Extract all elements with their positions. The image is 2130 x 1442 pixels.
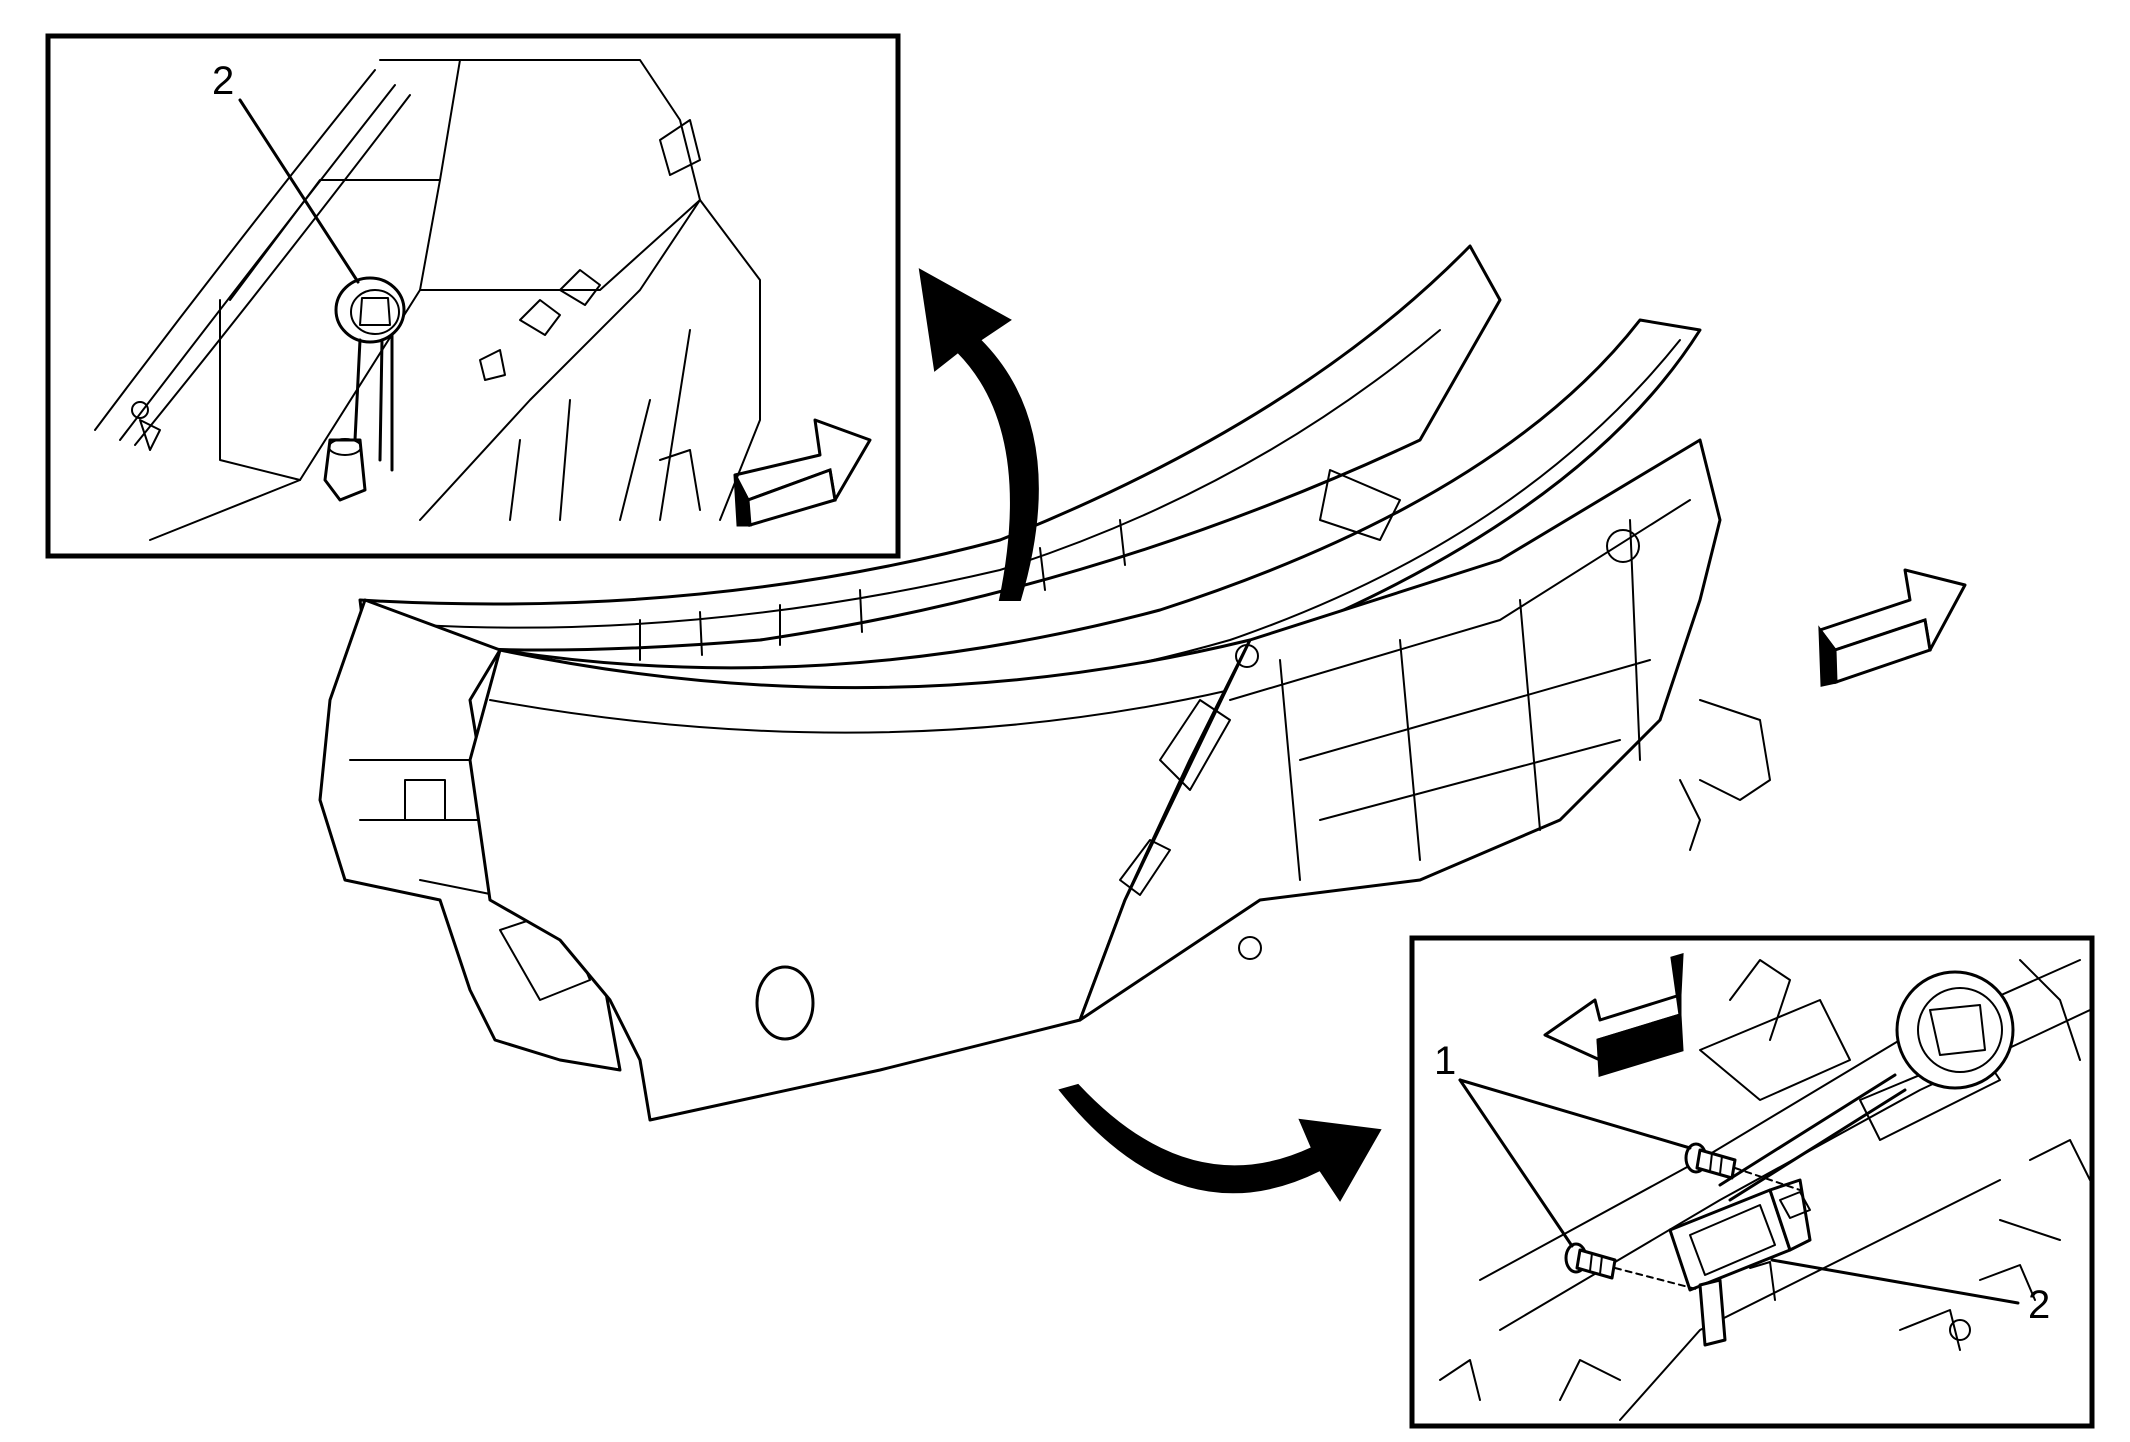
inset-frame-bottom-right: [1409, 935, 2095, 1429]
console-front-panel: [468, 638, 1252, 1122]
curved-arrow-down-right: [1058, 1083, 1382, 1202]
inset-bottom-right: 1 2: [1409, 935, 2095, 1429]
inset-top-left: 2: [45, 33, 901, 559]
leader-line-2-top: [238, 98, 360, 284]
connector-item-2: [323, 276, 406, 502]
direction-arrow-right: [733, 418, 872, 527]
callout-2-bottom: 2: [2028, 1283, 2050, 1327]
curved-arrow-up: [918, 268, 1039, 601]
fastener-item-1: [1684, 1142, 1737, 1180]
center-console-assembly: [318, 244, 1771, 1122]
callout-2-top: 2: [212, 59, 234, 103]
leader-line-1b: [1458, 1078, 1574, 1248]
inset-frame-top-left: [45, 33, 901, 559]
panel-access-hole: [755, 965, 815, 1041]
direction-arrow-right: [1818, 568, 1967, 687]
direction-arrow-left: [1543, 952, 1684, 1077]
console-right-bracket: [1078, 438, 1722, 1022]
fastener-item-1: [1564, 1242, 1617, 1280]
module-item-2: [1668, 1178, 1812, 1347]
callout-1: 1: [1434, 1039, 1456, 1083]
leader-line-1a: [1458, 1078, 1692, 1150]
leader-line-2-bottom: [1770, 1258, 2020, 1305]
